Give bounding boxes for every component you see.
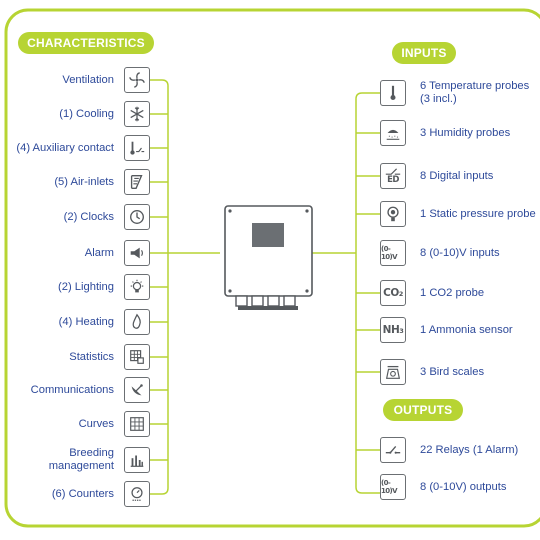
co2-icon: CO₂ xyxy=(380,280,406,306)
input-label: 8 Digital inputs xyxy=(420,169,494,182)
characteristic-label: Alarm xyxy=(84,246,114,259)
input-label: 8 (0-10)V inputs xyxy=(420,246,500,259)
characteristic-item: Curves xyxy=(0,410,150,438)
characteristic-item: Ventilation xyxy=(0,66,150,94)
controller-device xyxy=(224,205,313,310)
outputs-header-label: OUTPUTS xyxy=(393,403,453,417)
output-label: 22 Relays (1 Alarm) xyxy=(420,443,519,456)
input-item: CO₂ 1 CO2 probe xyxy=(380,279,540,307)
characteristic-item: (6) Counters xyxy=(0,480,150,508)
bar-chart-icon xyxy=(124,447,150,473)
input-item: 1 Static pressure probe xyxy=(380,200,540,228)
nh3-icon-text: NH₃ xyxy=(382,324,404,336)
characteristic-label: (2) Lighting xyxy=(58,280,114,293)
characteristic-item: (4) Heating xyxy=(0,308,150,336)
characteristics-header-label: CHARACTERISTICS xyxy=(27,36,145,50)
voltage-input-icon-text: (0-10)V xyxy=(381,245,398,261)
scale-icon xyxy=(380,359,406,385)
input-item: 3 Humidity probes xyxy=(380,119,540,147)
characteristic-item: (2) Clocks xyxy=(0,203,150,231)
input-label: 1 Static pressure probe xyxy=(420,207,536,220)
lightbulb-icon xyxy=(124,274,150,300)
relay-switch-icon xyxy=(380,437,406,463)
characteristic-item: Alarm xyxy=(0,239,150,267)
characteristic-item: (4) Auxiliary contact xyxy=(0,134,150,162)
counter-gauge-icon xyxy=(124,481,150,507)
input-item: (0-10)V 8 (0-10)V inputs xyxy=(380,239,540,267)
characteristic-item: Statistics xyxy=(0,343,150,371)
characteristic-item: (2) Lighting xyxy=(0,273,150,301)
input-label: 3 Humidity probes xyxy=(420,126,511,139)
pressure-gauge-icon xyxy=(380,201,406,227)
characteristic-item: Communications xyxy=(0,376,150,404)
inputs-header-label: INPUTS xyxy=(401,46,447,60)
inputs-header: INPUTS xyxy=(392,42,456,64)
thermometer-icon xyxy=(380,80,406,106)
output-label: 8 (0-10V) outputs xyxy=(420,480,507,493)
characteristic-item: (1) Cooling xyxy=(0,100,150,128)
characteristic-label: Ventilation xyxy=(62,73,114,86)
characteristics-header: CHARACTERISTICS xyxy=(18,32,154,54)
fan-icon xyxy=(124,67,150,93)
satellite-dish-icon xyxy=(124,377,150,403)
characteristic-item: Breeding management xyxy=(0,446,150,474)
input-item: NH₃ 1 Ammonia sensor xyxy=(380,316,540,344)
input-item: 3 Bird scales xyxy=(380,358,540,386)
input-label: 1 CO2 probe xyxy=(420,286,485,299)
air-inlet-icon xyxy=(124,169,150,195)
flame-icon xyxy=(124,309,150,335)
digital-input-icon-text: ED xyxy=(387,175,399,185)
voltage-output-icon-text: (0-10)V xyxy=(381,479,398,495)
humidity-icon xyxy=(380,120,406,146)
clock-icon xyxy=(124,204,150,230)
characteristic-label: Breeding management xyxy=(48,447,114,472)
characteristic-label: (4) Auxiliary contact xyxy=(16,141,114,154)
characteristic-label: (4) Heating xyxy=(58,315,114,328)
characteristic-label: Curves xyxy=(78,417,114,430)
nh3-icon: NH₃ xyxy=(380,317,406,343)
characteristic-label: Statistics xyxy=(69,350,114,363)
characteristic-label: Communications xyxy=(30,383,114,396)
characteristic-item: (5) Air-inlets xyxy=(0,168,150,196)
voltage-output-icon: (0-10)V xyxy=(380,474,406,500)
curves-grid-icon xyxy=(124,411,150,437)
digital-input-icon: ED xyxy=(380,163,406,189)
megaphone-icon xyxy=(124,240,150,266)
characteristic-label: (2) Clocks xyxy=(63,210,114,223)
outputs-header: OUTPUTS xyxy=(383,399,463,421)
statistics-icon xyxy=(124,344,150,370)
input-label: 6 Temperature probes (3 incl.) xyxy=(420,80,530,105)
output-item: (0-10)V 8 (0-10V) outputs xyxy=(380,473,540,501)
voltage-input-icon: (0-10)V xyxy=(380,240,406,266)
characteristic-label: (5) Air-inlets xyxy=(54,175,114,188)
thermometer-auxiliary-icon xyxy=(124,135,150,161)
characteristic-label: (6) Counters xyxy=(51,487,114,500)
characteristic-label: (1) Cooling xyxy=(59,107,114,120)
input-item: 6 Temperature probes (3 incl.) xyxy=(380,79,540,107)
input-label: 1 Ammonia sensor xyxy=(420,323,513,336)
input-label: 3 Bird scales xyxy=(420,365,485,378)
output-item: 22 Relays (1 Alarm) xyxy=(380,436,540,464)
snowflake-icon xyxy=(124,101,150,127)
input-item: ED 8 Digital inputs xyxy=(380,162,540,190)
co2-icon-text: CO₂ xyxy=(383,287,403,299)
